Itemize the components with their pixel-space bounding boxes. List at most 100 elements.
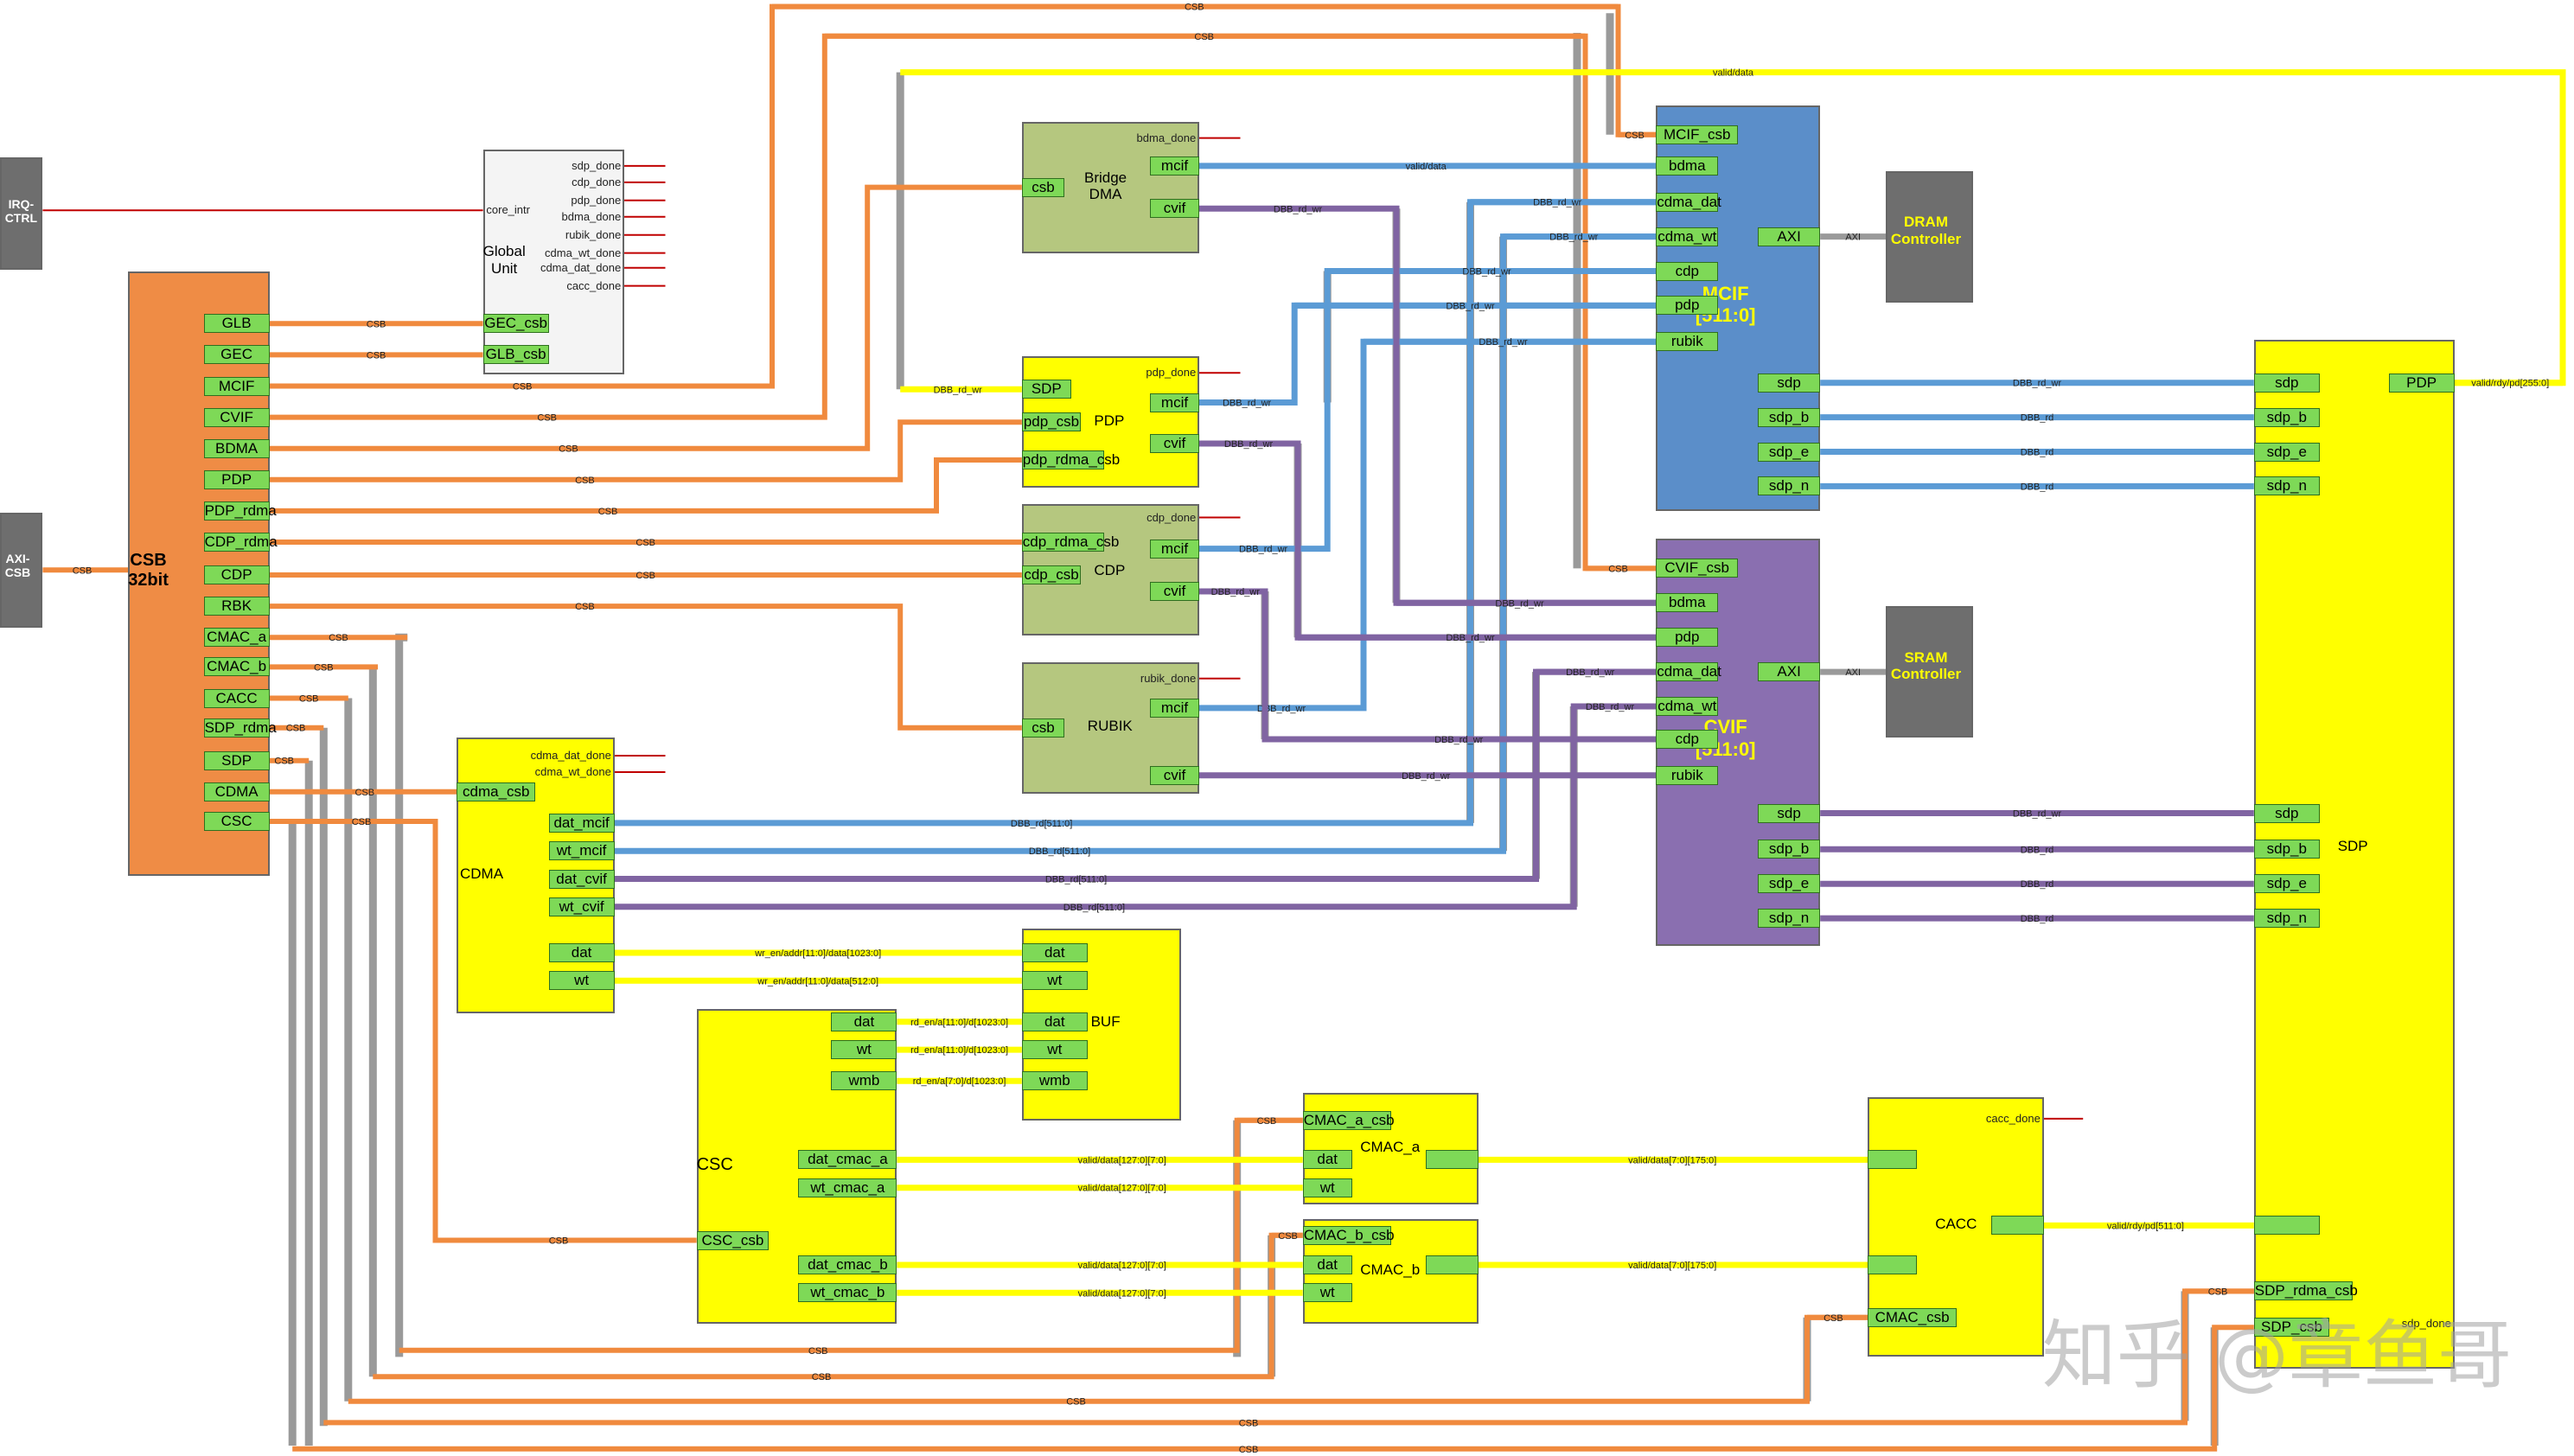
wire-cvif-pdp-label: DBB_rd_wr: [1224, 439, 1274, 450]
sdp-sdp-b-port: sdp_b: [2253, 407, 2320, 427]
cvif-sdp-port: sdp: [1758, 803, 1821, 823]
csb-port-csc: CSC: [203, 812, 270, 831]
cacc-done-signal: cacc_done: [1985, 1111, 2041, 1125]
cvif-cdma-wt-port: cdma_wt: [1656, 697, 1719, 716]
mcif-cdma-wt-port: cdma_wt: [1656, 227, 1719, 246]
wire-csb-cmac-a-in-label: CSB: [1257, 1116, 1277, 1127]
wire-csc-cmac-a-wt-label: valid/data[127:0][7:0]: [1078, 1184, 1166, 1194]
wire-mcif-cdma-wt-top-label: DBB_rd_wr: [1549, 233, 1599, 243]
csc-wt-cmac-b-port: wt_cmac_b: [798, 1283, 897, 1303]
cacc-out-port: [1990, 1216, 2044, 1236]
bdma-done-signal: bdma_done: [1136, 131, 1197, 144]
sram-controller-block: [1886, 606, 1973, 738]
cmac-a-dat-port: dat: [1302, 1150, 1352, 1170]
cacc-block-title: CACC: [1935, 1216, 1977, 1232]
csb-port-cdma: CDMA: [203, 782, 270, 801]
wire-csb-bdma-label: CSB: [559, 444, 578, 455]
cmac-b-csb-port: CMAC_b_csb: [1302, 1225, 1395, 1245]
cdma-dat-done-signal: cdma_dat_done: [530, 749, 611, 762]
wire-mcif-sdp-b-label: DBB_rd: [2021, 413, 2054, 424]
wire-csb-cmac-b-in-label: CSB: [1278, 1231, 1298, 1242]
cvif-rubik-port: rubik: [1656, 765, 1719, 785]
wire-valid-data-top-label: valid/data: [1713, 68, 1754, 79]
cmac-b-block-title: CMAC_b: [1360, 1261, 1421, 1279]
cdma-wt-done-signal: cdma_wt_done: [534, 765, 611, 778]
sdp-cacc-in-port: [2253, 1216, 2320, 1236]
wire-cvif-pdp-low-label: DBB_rd_wr: [1446, 633, 1495, 643]
wire-mcif-cdp-label: DBB_rd_wr: [1239, 545, 1288, 555]
wire-cvif-sdp-e-label: DBB_rd: [2021, 879, 2054, 890]
rubik-block-title: RUBIK: [1087, 718, 1133, 735]
rubik-csb-port: csb: [1021, 718, 1065, 738]
wire-csb-cmac-a-label: CSB: [329, 633, 348, 643]
wire-csb-cdp-rdma-label: CSB: [636, 538, 655, 548]
wire-csb-pdp-label: CSB: [575, 476, 595, 486]
wire-cvif-bdma-label: DBB_rd_wr: [1274, 204, 1323, 214]
csb-port-cacc: CACC: [203, 688, 270, 708]
wire-csb-axi-label: CSB: [73, 565, 93, 576]
wire-mcif-sdp-e-label: DBB_rd: [2021, 448, 2054, 458]
wire-mcif-sdp-label: DBB_rd_wr: [2013, 379, 2062, 389]
dram-controller-block-title: DRAM Controller: [1890, 214, 1962, 247]
sdp-sdp-e-port: sdp_e: [2253, 442, 2320, 462]
wire-csb-cdma-label: CSB: [354, 788, 374, 798]
wire-buf-csc-dat-label: rd_en/a[11:0]/d[1023:0]: [910, 1018, 1008, 1028]
mcif-sdp-b-port: sdp_b: [1758, 407, 1821, 427]
cvif-bdma-port: bdma: [1656, 593, 1719, 613]
wire-csb-cacc-route: [348, 1314, 1868, 1404]
rubik-mcif-port: mcif: [1150, 698, 1199, 718]
irq-ctrl-block-title: IRQ- CTRL: [4, 197, 38, 226]
wire-cmac-b-cacc-label: valid/data[7:0][175:0]: [1628, 1261, 1716, 1271]
csb-port-cmac-a: CMAC_a: [203, 628, 270, 648]
pdp-mcif-port: mcif: [1150, 393, 1199, 412]
wire-sdp-to-pdp-label: DBB_rd_wr: [934, 385, 983, 395]
axi-csb-block-title: AXI- CSB: [4, 552, 31, 580]
wire-csb-pdp: [269, 419, 1022, 482]
mcif-rubik-port: rubik: [1656, 332, 1719, 352]
csb-port-rbk: RBK: [203, 597, 270, 616]
cdma-dat-port: dat: [548, 943, 615, 962]
wire-csb-sdp-route-label: CSB: [1239, 1445, 1259, 1455]
cdma-dat-mcif-port: dat_mcif: [548, 813, 615, 833]
csb-port-sdp: SDP: [203, 750, 270, 770]
wire-csb-cvif-top-label: CSB: [1194, 32, 1214, 42]
cmac-b-wt-port: wt: [1302, 1283, 1352, 1303]
cdma-wt-cvif-port: wt_cvif: [548, 897, 615, 916]
wire-csb-cdp-label: CSB: [636, 571, 655, 581]
wire-mcif-rubik-top-label: DBB_rd_wr: [1479, 337, 1528, 348]
cdp-mcif-port: mcif: [1150, 539, 1199, 559]
cdp-done-signal: cdp_done: [1146, 510, 1197, 524]
csb-port-pdp-rdma: PDP_rdma: [203, 501, 277, 520]
cmac-a-csb-port: CMAC_a_csb: [1302, 1110, 1395, 1130]
wire-cdma-buf-wt-label: wr_en/addr[11:0]/data[512:0]: [757, 976, 878, 987]
csb-port-cvif: CVIF: [203, 407, 270, 427]
wire-csb-mcif: [269, 3, 1657, 389]
buf-wt-in-port: wt: [1021, 971, 1088, 991]
sdp-done-signal: sdp_done: [2401, 1317, 2451, 1331]
wire-buf-csc-wmb-label: rd_en/a[7:0]/d[1023:0]: [913, 1076, 1006, 1087]
pdp-block-title: PDP: [1094, 412, 1125, 429]
cacc-in-b-port: [1868, 1255, 1918, 1274]
wire-csc-cmac-b-dat-label: valid/data[127:0][7:0]: [1078, 1261, 1166, 1271]
cdp-cvif-port: cvif: [1150, 582, 1199, 601]
wire-mcif-axi-label: AXI: [1845, 233, 1861, 243]
cmac-b-dat-port: dat: [1302, 1255, 1352, 1274]
pdp-sdp-port: SDP: [1021, 380, 1071, 399]
csb-port-sdp-rdma: SDP_rdma: [203, 718, 277, 738]
wire-cvif-cdma-dat-top-label: DBB_rd_wr: [1566, 667, 1615, 678]
global-done-signal-7: cacc_done: [566, 278, 622, 292]
wire-cvif-cdp-low-label: DBB_rd_wr: [1434, 735, 1484, 745]
wire-csb-cacc-route-label: CSB: [1066, 1397, 1086, 1408]
wire-csb-cmac-b-route-label: CSB: [812, 1372, 832, 1383]
wire-csb-sdp-rdma-label: CSB: [286, 724, 306, 734]
global-done-signal-0: sdp_done: [572, 158, 622, 172]
wire-csb-mcif-label: CSB: [513, 382, 533, 393]
pdp-cvif-port: cvif: [1150, 434, 1199, 453]
wire-cvif-rubik-label: DBB_rd_wr: [1402, 771, 1451, 782]
cvif-sdp-n-port: sdp_n: [1758, 909, 1821, 929]
mcif-csb-port: MCIF_csb: [1656, 125, 1739, 144]
global-gec-csb-port: GEC_csb: [482, 314, 549, 334]
wire-csb-glb-label: CSB: [367, 319, 386, 329]
rubik-done-signal: rubik_done: [1140, 671, 1197, 685]
mcif-axi-port: AXI: [1758, 227, 1821, 246]
